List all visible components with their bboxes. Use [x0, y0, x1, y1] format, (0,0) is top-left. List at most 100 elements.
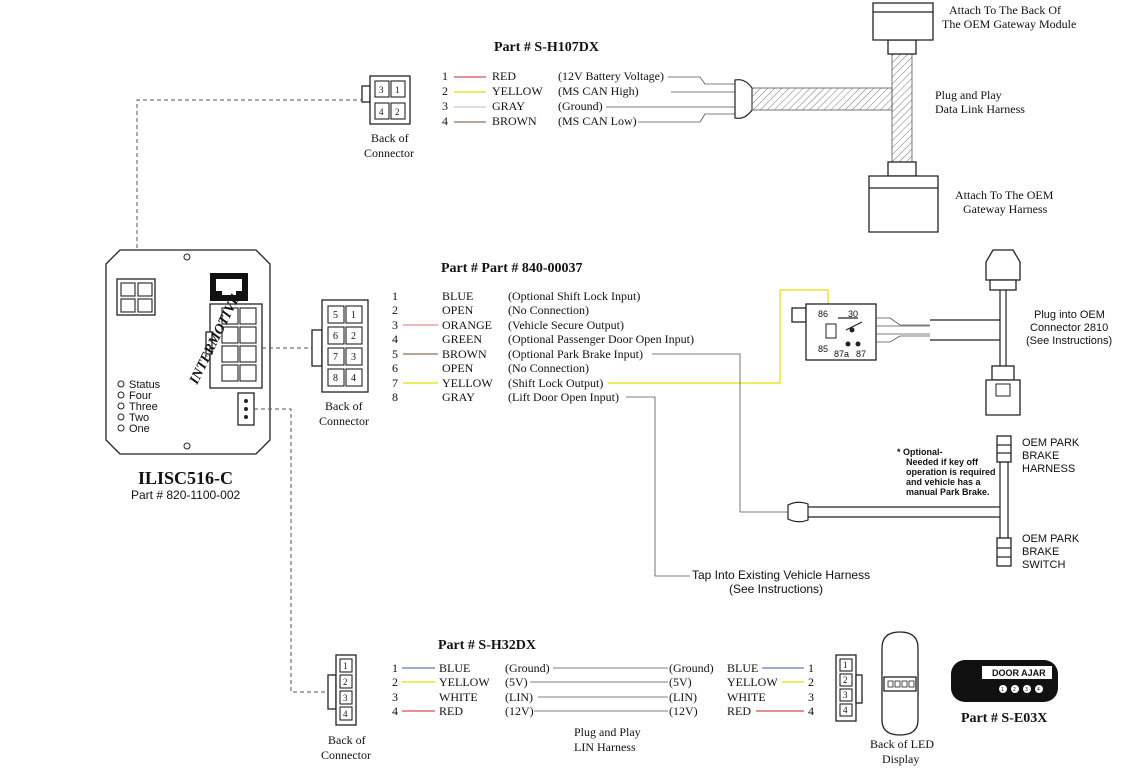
plug-oem-label: (See Instructions)	[1026, 335, 1112, 347]
main-wire-row: 5 BROWN (Optional Park Brake Input)	[392, 347, 643, 361]
svg-text:(MS CAN High): (MS CAN High)	[558, 84, 639, 98]
led-display-label: Display	[882, 752, 919, 766]
gateway-wire-row: 2 YELLOW (MS CAN High)	[442, 84, 639, 98]
main-pin: 8	[333, 373, 338, 384]
gateway-pin: 3	[379, 85, 384, 95]
tap-into-label: Tap Into Existing Vehicle Harness	[692, 568, 870, 582]
display-part-number: Part # S-E03X	[961, 711, 1047, 726]
svg-text:(No Connection): (No Connection)	[508, 361, 589, 375]
oem-park-harness-label: BRAKE	[1022, 450, 1059, 462]
svg-text:6: 6	[392, 361, 398, 375]
display-icon: 2	[1013, 687, 1016, 693]
svg-text:1: 1	[392, 289, 398, 303]
led-label: Three	[129, 401, 158, 413]
svg-text:(5V): (5V)	[505, 675, 528, 689]
oem-park-switch-label: SWITCH	[1022, 559, 1065, 571]
svg-text:2: 2	[808, 675, 814, 689]
svg-text:(12V): (12V)	[669, 704, 698, 718]
svg-text:1: 1	[442, 69, 448, 83]
relay-pin: 87	[856, 349, 866, 359]
svg-text:2: 2	[392, 303, 398, 317]
main-pin: 1	[351, 310, 356, 321]
svg-text:(No Connection): (No Connection)	[508, 303, 589, 317]
svg-text:4: 4	[442, 114, 448, 128]
svg-text:BLUE: BLUE	[439, 661, 470, 675]
lin-wire-row: 3 WHITE (LIN) (LIN) WHITE 3	[392, 690, 814, 704]
lin-section: Part # S-H32DX 1 2 3 4 Back of Connector…	[321, 631, 1058, 766]
display-icon: 3	[1025, 687, 1028, 693]
optional-note: operation is required	[906, 467, 996, 477]
svg-text:2: 2	[343, 677, 348, 687]
oem-park-switch-label: BRAKE	[1022, 546, 1059, 558]
gateway-pin: 2	[395, 107, 400, 117]
svg-text:RED: RED	[439, 704, 463, 718]
oem-park-harness-label: HARNESS	[1022, 463, 1075, 475]
tap-into-label: (See Instructions)	[729, 582, 823, 596]
led-label: Two	[129, 412, 149, 424]
gateway-wire-row: 1 RED (12V Battery Voltage)	[442, 69, 664, 83]
svg-text:1: 1	[392, 661, 398, 675]
svg-text:YELLOW: YELLOW	[492, 84, 543, 98]
gateway-pin: 1	[395, 85, 400, 95]
attach-back-label: Attach To The Back Of	[949, 3, 1061, 17]
main-wire-row: 2 OPEN (No Connection)	[392, 303, 589, 317]
door-ajar-text: DOOR AJAR	[992, 668, 1046, 678]
svg-text:(LIN): (LIN)	[669, 690, 697, 704]
svg-text:7: 7	[392, 376, 398, 390]
module-part-number: Part # 820-1100-002	[131, 488, 241, 502]
lin-back-connector: 1 2 3 4	[327, 654, 357, 726]
main-wire-row: 8 GRAY (Lift Door Open Input)	[392, 390, 619, 404]
svg-text:OPEN: OPEN	[442, 303, 474, 317]
plug-play-label: Data Link Harness	[935, 102, 1025, 116]
relay-pin: 87a	[834, 349, 849, 359]
svg-text:8: 8	[392, 390, 398, 404]
svg-text:WHITE: WHITE	[439, 690, 478, 704]
main-wire-row: 3 ORANGE (Vehicle Secure Output)	[392, 318, 624, 332]
svg-text:WHITE: WHITE	[727, 690, 766, 704]
svg-text:BLUE: BLUE	[727, 661, 758, 675]
optional-note: Needed if key off	[906, 457, 979, 467]
main-wire-row: 4 GREEN (Optional Passenger Door Open In…	[392, 332, 694, 346]
gateway-section: Part # S-H107DX 3 1 4 2 Back of Connecto…	[361, 2, 1076, 233]
svg-text:YELLOW: YELLOW	[727, 675, 778, 689]
main-pin: 5	[333, 310, 338, 321]
svg-text:1: 1	[808, 661, 814, 675]
led-label: Status	[129, 379, 161, 391]
svg-text:4: 4	[392, 704, 398, 718]
svg-text:BROWN: BROWN	[442, 347, 487, 361]
relay-pin: 85	[818, 344, 828, 354]
lin-harness-label: Plug and Play	[574, 725, 641, 739]
plug-oem-label: Plug into OEM	[1034, 309, 1105, 321]
svg-text:YELLOW: YELLOW	[442, 376, 493, 390]
svg-text:2: 2	[843, 675, 848, 685]
svg-text:2: 2	[392, 675, 398, 689]
main-pin: 2	[351, 331, 356, 342]
connector-label: Connector	[364, 146, 414, 160]
led-label: Four	[129, 390, 152, 402]
main-wire-row: 7 YELLOW (Shift Lock Output)	[392, 376, 603, 390]
svg-text:(Shift Lock Output): (Shift Lock Output)	[508, 376, 603, 390]
gateway-wire-row: 3 GRAY (Ground)	[442, 99, 603, 113]
svg-text:YELLOW: YELLOW	[439, 675, 490, 689]
main-pin: 6	[333, 331, 338, 342]
svg-text:(Optional Park Brake Input): (Optional Park Brake Input)	[508, 347, 643, 361]
connector-label: Connector	[321, 748, 371, 762]
lin-harness-label: LIN Harness	[574, 740, 636, 754]
lin-part-number: Part # S-H32DX	[438, 638, 536, 653]
led-display-label: Back of LED	[870, 737, 934, 751]
svg-text:3: 3	[392, 690, 398, 704]
svg-text:3: 3	[442, 99, 448, 113]
display-icon: 1	[1001, 687, 1004, 693]
svg-text:4: 4	[843, 705, 848, 715]
svg-text:4: 4	[808, 704, 814, 718]
svg-text:5: 5	[392, 347, 398, 361]
main-wire-row: 6 OPEN (No Connection)	[392, 361, 589, 375]
svg-text:3: 3	[808, 690, 814, 704]
svg-text:(Vehicle Secure Output): (Vehicle Secure Output)	[508, 318, 624, 332]
main-pin: 7	[333, 352, 338, 363]
oem-park-harness-label: OEM PARK	[1022, 437, 1080, 449]
svg-text:(Optional Shift Lock Input): (Optional Shift Lock Input)	[508, 289, 640, 303]
svg-text:4: 4	[392, 332, 398, 346]
svg-text:BROWN: BROWN	[492, 114, 537, 128]
